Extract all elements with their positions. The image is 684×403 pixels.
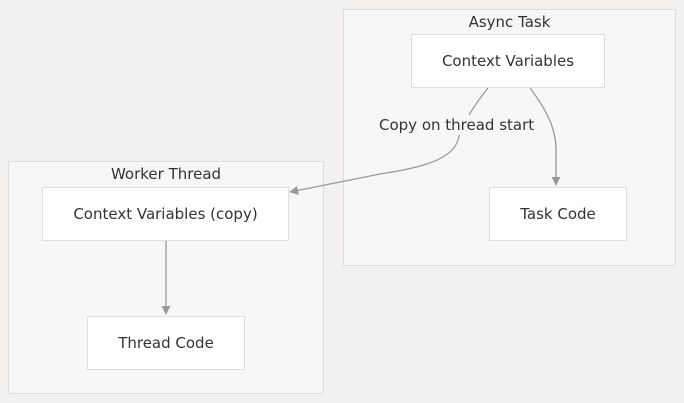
- node-context-variables[interactable]: Context Variables: [411, 34, 605, 88]
- async-task-title: Async Task: [468, 13, 551, 31]
- node-task-code[interactable]: Task Code: [489, 187, 627, 241]
- node-thread-code[interactable]: Thread Code: [87, 316, 245, 370]
- node-context-variables-copy[interactable]: Context Variables (copy): [42, 187, 289, 241]
- edge-label-copy-on-thread-start: Copy on thread start: [376, 115, 538, 135]
- worker-thread-title: Worker Thread: [110, 165, 222, 183]
